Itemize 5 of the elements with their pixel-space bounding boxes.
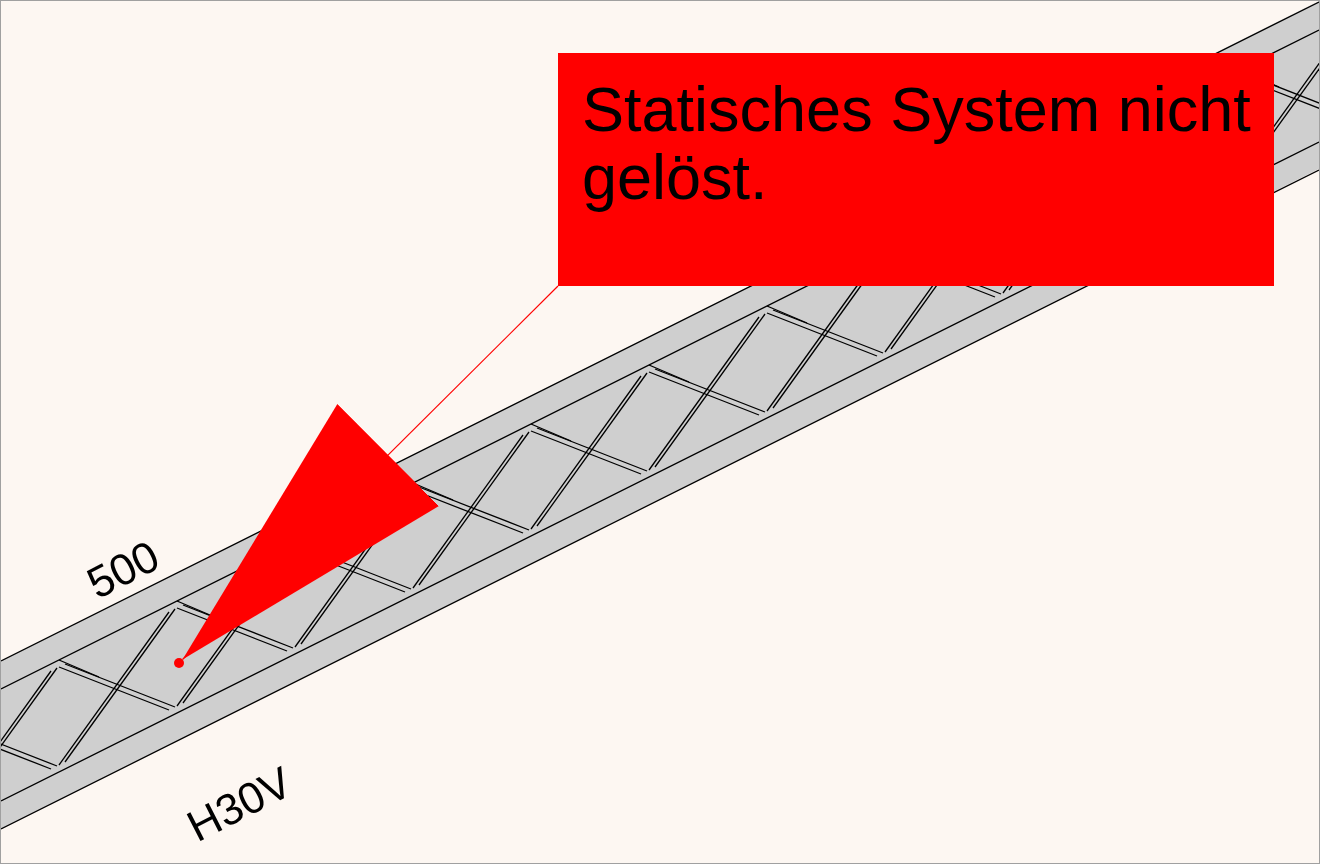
error-callout-box xyxy=(558,53,1274,286)
leader-arrow xyxy=(181,285,559,661)
error-message: Statisches System nicht gelöst. xyxy=(582,75,1252,211)
target-point xyxy=(174,658,184,668)
dimension-label: 500 xyxy=(79,530,168,609)
